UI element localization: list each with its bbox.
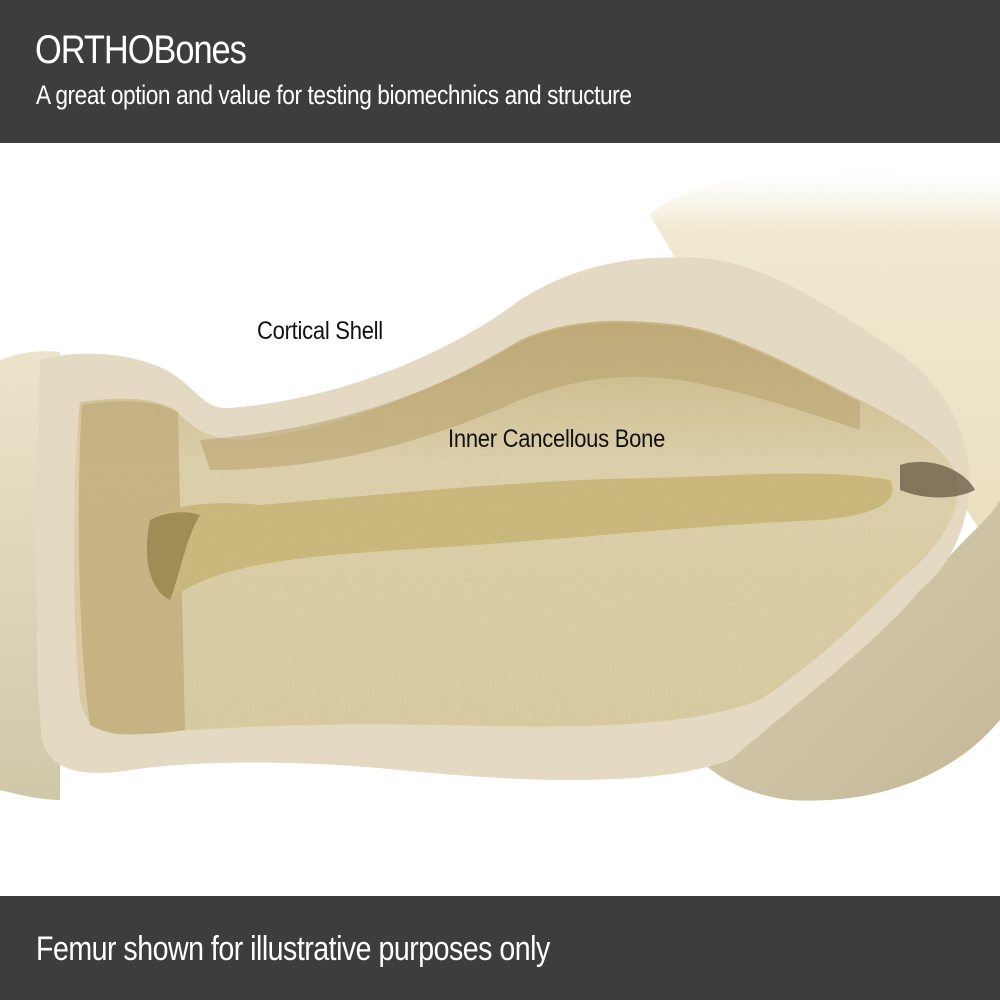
label-cortical-shell: Cortical Shell [257, 317, 383, 345]
cancellous-dark-band [200, 322, 860, 470]
footer-banner: Femur shown for illustrative purposes on… [0, 896, 1000, 1000]
outer-shaft-right [700, 500, 1000, 801]
footer-caption: Femur shown for illustrative purposes on… [36, 930, 550, 968]
marrow-shadow [146, 512, 200, 600]
marrow-cavity [146, 473, 893, 600]
marrow-dark-pocket [900, 461, 975, 498]
header-banner: ORTHOBones A great option and value for … [0, 0, 1000, 143]
femur-cross-section-image: Cortical Shell Inner Cancellous Bone [0, 143, 1000, 896]
label-inner-cancellous-bone: Inner Cancellous Bone [448, 425, 666, 453]
page-title: ORTHOBones [35, 28, 247, 72]
page-subtitle: A great option and value for testing bio… [36, 80, 632, 110]
femur-illustration [0, 170, 1000, 801]
cancellous-left-column [78, 401, 185, 735]
